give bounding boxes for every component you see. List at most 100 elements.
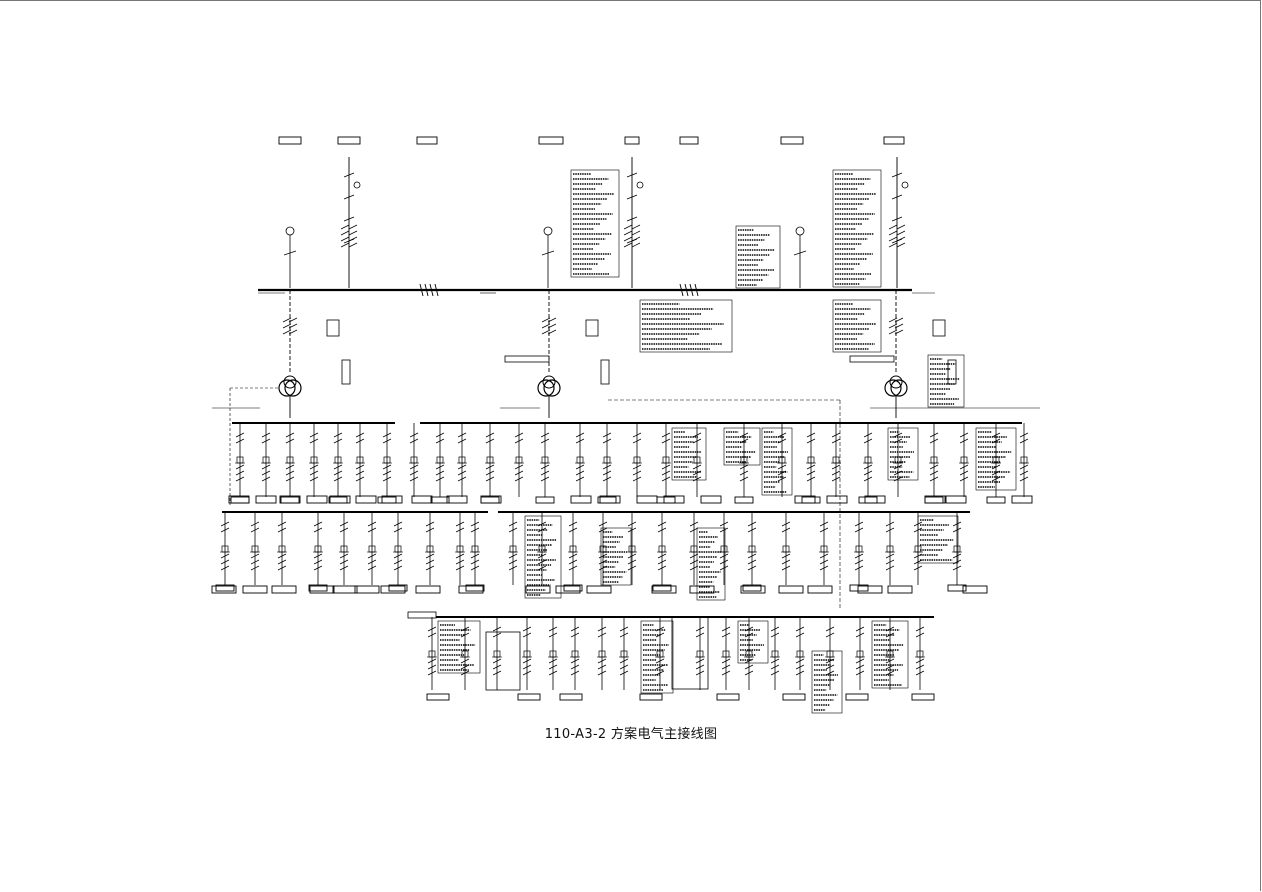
transformer-data-table xyxy=(927,354,965,408)
feeder-bay-row1 xyxy=(514,423,524,497)
feeder-label-box xyxy=(962,585,988,594)
feeder-bay-row1 xyxy=(924,423,944,504)
feeder-label-box xyxy=(857,585,883,594)
feeder-bay-row2 xyxy=(537,512,547,585)
incoming-line-label-box xyxy=(624,136,640,145)
hv-110kv-section xyxy=(229,136,965,610)
feeder-data-table xyxy=(975,427,1017,491)
feeder-bay-row1 xyxy=(893,423,903,497)
feeder-bay-row3 xyxy=(619,617,629,690)
feeder-data-table xyxy=(671,427,707,481)
feeder-label-box xyxy=(411,495,433,504)
feeder-label-box xyxy=(255,495,277,504)
mv-10kv-section xyxy=(211,407,1040,618)
feeder-bay-row3 xyxy=(655,617,665,690)
feeder-bay-row2 xyxy=(598,512,608,585)
feeder-bay-row2 xyxy=(388,512,408,592)
feeder-label-box xyxy=(381,495,403,504)
bus-tie xyxy=(679,283,699,297)
feeder-label-box xyxy=(716,693,740,701)
feeder-label-box xyxy=(228,495,250,504)
hv-equipment-table xyxy=(639,299,733,353)
feeder-label-box xyxy=(446,495,468,504)
feeder-bay-row1 xyxy=(777,423,787,497)
feeder-label-box xyxy=(415,585,441,594)
incoming-line-label-box xyxy=(679,136,699,145)
main-transformer-icon xyxy=(537,375,561,397)
feeder-label-box xyxy=(586,585,612,594)
feeder-bay-row2 xyxy=(250,512,260,585)
feeder-label-box xyxy=(458,585,484,594)
feeder-bay-row2 xyxy=(819,512,829,585)
feeder-bay-row2 xyxy=(339,512,349,585)
feeder-bay-row3 xyxy=(795,617,805,690)
feeder-bay-row2 xyxy=(742,512,762,592)
feeder-bay-row1 xyxy=(656,423,676,504)
feeder-label-box xyxy=(911,693,935,701)
feeder-bay-row2 xyxy=(277,512,287,585)
main-transformer-icon xyxy=(884,375,908,397)
feeder-bay-row3 xyxy=(548,617,558,690)
feeder-bay-row1 xyxy=(801,423,821,504)
feeder-bay-row2 xyxy=(425,512,435,585)
feeder-bay-row2 xyxy=(652,512,672,592)
transformer-bay xyxy=(537,290,610,418)
feeder-label-box xyxy=(1011,495,1033,504)
hv-equipment-table xyxy=(735,225,781,289)
feeder-label-box xyxy=(599,495,621,504)
feeder-label-box xyxy=(271,585,297,594)
feeder-bay-row3 xyxy=(721,617,731,690)
feeder-label-box xyxy=(309,585,335,594)
feeder-label-box xyxy=(525,585,551,594)
feeder-bay-row3 xyxy=(492,617,502,690)
feeder-bay-row3 xyxy=(885,617,895,690)
feeder-bay-row1 xyxy=(230,423,250,504)
incoming-line-label-box xyxy=(780,136,804,145)
feeder-label-box xyxy=(639,693,663,701)
feeder-data-table xyxy=(723,427,761,466)
feeder-label-box xyxy=(740,585,766,594)
feeder-label-box xyxy=(380,585,406,594)
feeder-bay-row1 xyxy=(575,423,585,497)
hv-pt-bay xyxy=(793,226,807,288)
switchgear-cabinet xyxy=(671,616,709,690)
feeder-bay-row3 xyxy=(855,617,865,690)
hv-pt-bay xyxy=(283,226,297,288)
feeder-bay-row1 xyxy=(430,423,450,504)
feeder-label-box xyxy=(332,585,358,594)
hv-pt-bay xyxy=(541,226,555,288)
feeder-label-box xyxy=(782,693,806,701)
feeder-bay-row1 xyxy=(409,423,419,497)
feeder-label-box xyxy=(794,495,816,504)
feeder-label-box xyxy=(689,585,715,594)
feeder-bay-row1 xyxy=(535,423,555,504)
feeder-bay-row1 xyxy=(597,423,617,504)
feeder-label-box xyxy=(826,495,848,504)
feeder-data-table xyxy=(600,527,632,586)
feeder-data-table xyxy=(761,427,793,496)
feeder-bay-row2 xyxy=(465,512,485,592)
feeder-label-box xyxy=(651,585,677,594)
feeder-bay-row3 xyxy=(522,617,532,690)
transformer-label-box xyxy=(504,355,550,363)
feeder-bay-row1 xyxy=(457,423,467,497)
feeder-data-table xyxy=(871,620,909,689)
feeder-label-box xyxy=(242,585,268,594)
feeder-label-box xyxy=(924,495,946,504)
feeder-data-table xyxy=(811,650,843,714)
feeder-bay-row3 xyxy=(825,617,835,690)
hv-equipment-table xyxy=(832,299,882,353)
feeder-label-box xyxy=(354,585,380,594)
hv-line-bay xyxy=(340,157,361,288)
feeder-section xyxy=(407,611,935,714)
feeder-data-table xyxy=(887,427,919,481)
feeder-bay-row3 xyxy=(770,617,780,690)
feeder-bay-row2 xyxy=(308,512,328,592)
incoming-line-label-box xyxy=(416,136,438,145)
transformer-label-box xyxy=(849,355,895,363)
feeder-bay-row2 xyxy=(781,512,791,585)
feeder-label-box xyxy=(559,693,583,701)
switchgear-cabinet xyxy=(485,631,521,691)
feeder-label-box xyxy=(555,585,581,594)
hv-line-bay xyxy=(623,157,644,288)
